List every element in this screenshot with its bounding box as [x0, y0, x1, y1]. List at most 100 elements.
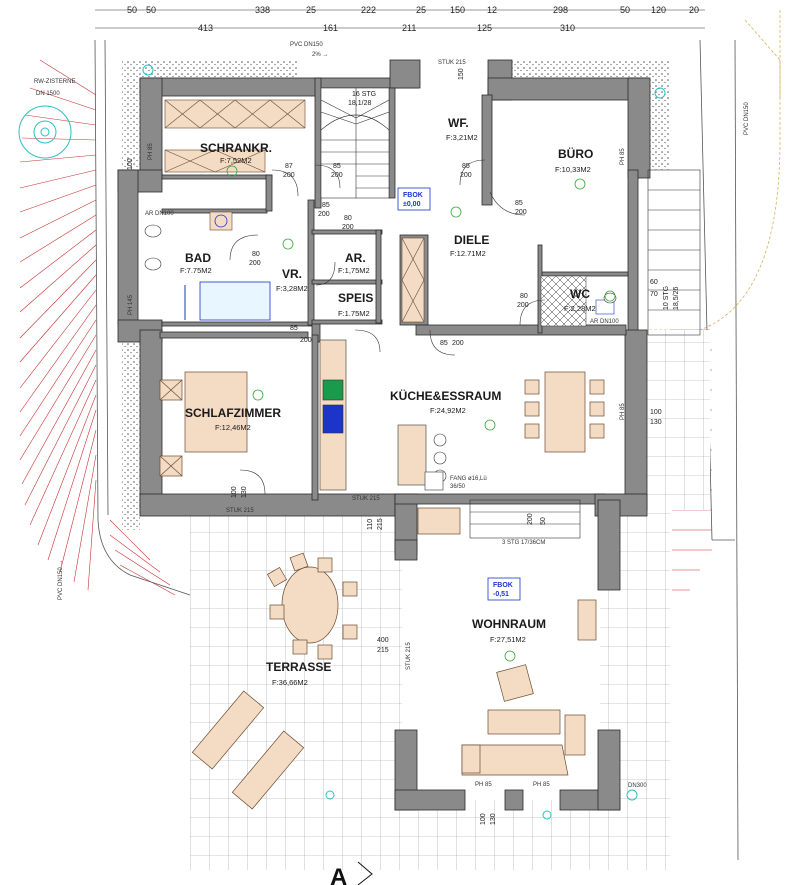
- door-dimension-labels: 87 200 85 200 80 200 85 200 80 200 85 20…: [249, 163, 529, 347]
- room-area-buero: F:10,33M2: [555, 165, 591, 174]
- door-dim-8-h: 200: [300, 337, 312, 344]
- stuk-wohn-label: STUK 215: [406, 642, 412, 670]
- pvc-left-label: PVC DN150 →: [58, 560, 64, 600]
- stuk-bottom-label: STUK 215: [226, 508, 254, 514]
- room-area-wf: F:3,21M2: [446, 133, 478, 142]
- win-dim-4: PH 85: [620, 403, 626, 420]
- ext-stair-ratio: 18,5/26: [673, 287, 680, 310]
- door-dim-7-h: 200: [452, 340, 464, 347]
- win-dim-6a: 100: [127, 158, 134, 170]
- stair-steps: 16 STG: [352, 91, 376, 98]
- room-name-wc: WC: [570, 287, 590, 301]
- door-dim-3-h: 200: [318, 211, 330, 218]
- door-dim-0-w: 87: [285, 163, 293, 170]
- door-dim-5-h: 200: [460, 172, 472, 179]
- dim-top-9: 150: [450, 5, 465, 15]
- win-dim-7a: 110: [367, 519, 374, 530]
- gravel-strips: [122, 60, 670, 530]
- door-dim-2-h: 200: [249, 260, 261, 267]
- door-dim-9-w: 80: [520, 293, 528, 300]
- dim-top-10: 12: [487, 5, 497, 15]
- room-area-wohnraum: F:27,51M2: [490, 635, 526, 644]
- door-dim-2-w: 80: [252, 251, 260, 258]
- win-dim-3: PH 85: [620, 148, 626, 165]
- pvc-top-label: PVC DN150: [290, 42, 323, 48]
- wardrobe-units: [164, 99, 306, 173]
- win-dim-2: PH 145: [128, 294, 134, 315]
- dim-top-5: 161: [323, 23, 338, 33]
- door-dim-6-w: 85: [515, 200, 523, 207]
- win-dim-8a: 400: [377, 637, 389, 644]
- door-dim-4-w: 80: [344, 215, 352, 222]
- win-dim-11a: 100: [231, 486, 238, 498]
- win-dim-12: PH 85: [475, 782, 492, 788]
- win-dim-5a: 100: [650, 409, 662, 416]
- win-dim-9b: 70: [650, 291, 658, 298]
- dim-top-4: 25: [306, 5, 316, 15]
- door-dim-5-w: 85: [462, 163, 470, 170]
- room-name-wohnraum: WOHNRAUM: [472, 617, 546, 631]
- terrace-stair-label: 3 STG 17/36CM: [502, 540, 545, 546]
- room-name-schrankraum: SCHRANKR.: [200, 141, 272, 155]
- dim-top-2: 413: [198, 23, 213, 33]
- dim-top-11: 125: [477, 23, 492, 33]
- pvc-right-label: PVC DN150: [744, 102, 750, 135]
- room-area-ar: F:1,75M2: [338, 266, 370, 275]
- fbok-upper-value: ±0,00: [403, 201, 421, 208]
- terrace-tiling-bottom: [190, 800, 670, 870]
- door-dim-1-h: 200: [331, 172, 343, 179]
- win-dim-11b: 130: [241, 486, 248, 498]
- room-area-terrasse: F:36,66M2: [272, 678, 308, 687]
- win-dim-9a: 60: [650, 279, 658, 286]
- top-dimension-chain: 50 50 413 338 25 161 222 211 25 150 12 1…: [95, 5, 705, 33]
- bathroom-fixtures: AR DN100: [144, 211, 271, 321]
- door-dim-6-h: 200: [515, 209, 527, 216]
- dim-top-1: 50: [146, 5, 156, 15]
- door-dim-9-h: 200: [517, 302, 529, 309]
- door-dim-4-h: 200: [342, 224, 354, 231]
- terrace-furniture: [191, 552, 358, 810]
- terrace-tiling-east: [640, 330, 710, 510]
- room-area-bad: F:7.75M2: [180, 266, 212, 275]
- dim-top-7: 211: [402, 23, 416, 33]
- fang-label: FANG ø16,Lü: [450, 476, 487, 482]
- fbok-marker-lower: FBOK -0,51: [487, 577, 521, 601]
- fbok-lower-label: FBOK: [493, 582, 513, 589]
- room-name-vr: VR.: [282, 267, 302, 281]
- zisterne-size: DN 1500: [36, 91, 60, 97]
- dim-top-6: 222: [361, 5, 376, 15]
- dim-top-16: 20: [689, 5, 699, 15]
- room-area-schlafzimmer: F:12,46M2: [215, 423, 251, 432]
- room-area-schrankraum: F:7,52M2: [220, 156, 252, 165]
- storage-shelving: [401, 237, 425, 323]
- win-dim-7b: 215: [377, 518, 384, 530]
- win-dim-14: 100: [480, 813, 487, 825]
- door-dim-8-w: 85: [290, 325, 298, 332]
- door-dim-1-w: 85: [333, 163, 341, 170]
- door-dim-0-h: 200: [283, 172, 295, 179]
- left-hatch-lines: [19, 59, 176, 596]
- section-marker-a: A: [330, 861, 373, 885]
- win-dim-1: PH 85: [148, 143, 154, 160]
- drain-marks: [142, 64, 666, 820]
- room-name-schlafzimmer: SCHLAFZIMMER: [185, 406, 281, 420]
- room-area-vr: F:3,28M2: [276, 284, 308, 293]
- room-name-ar: AR.: [345, 251, 366, 265]
- win-dim-5b: 130: [650, 419, 662, 426]
- window-labels: PH 85 PH 145 PH 85 PH 85 100 130 100 150…: [127, 68, 662, 825]
- fbok-upper-label: FBOK: [403, 192, 423, 199]
- rainwater-cistern: RW-ZISTERNE DN 1500: [18, 79, 75, 159]
- dim-top-0: 50: [127, 5, 137, 15]
- misc-notes: STUK 215 STUK 215 STUK 215 STUK 215 FANG…: [58, 42, 750, 789]
- light-fixtures: [226, 165, 616, 662]
- dim-top-13: 310: [560, 23, 575, 33]
- zisterne-label: RW-ZISTERNE: [34, 79, 75, 85]
- win-dim-6b: 150: [458, 68, 465, 80]
- living-room-furniture: [417, 507, 597, 776]
- rw-dn-label: DN300: [628, 783, 647, 789]
- room-name-kueche: KÜCHE&ESSRAUM: [390, 388, 501, 403]
- room-name-diele: DIELE: [454, 233, 489, 247]
- wc-floor: [540, 275, 587, 327]
- win-dim-8b: 215: [377, 647, 389, 654]
